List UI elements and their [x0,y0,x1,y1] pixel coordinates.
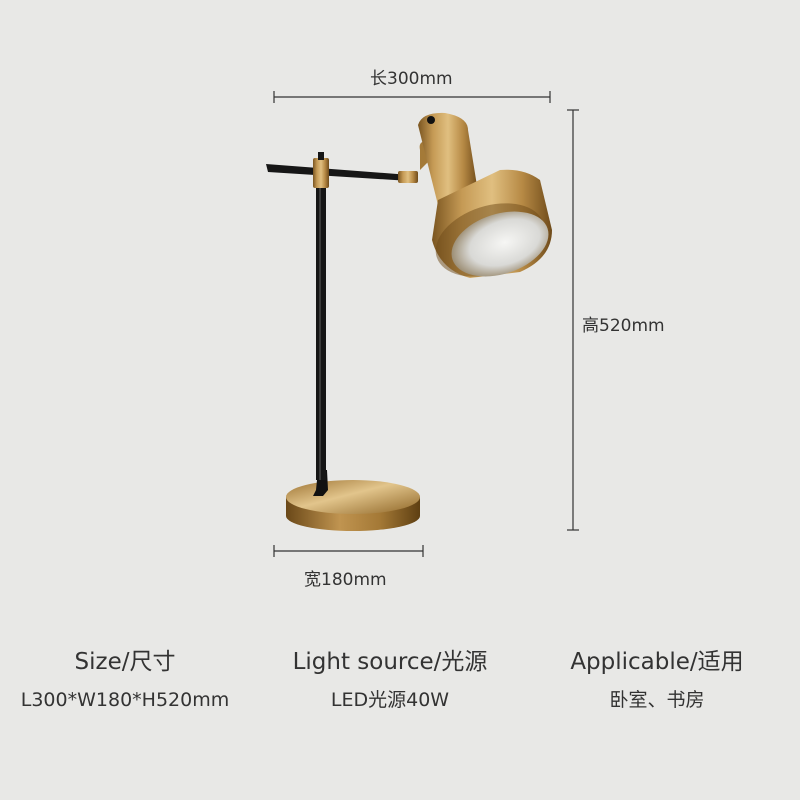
lamp-pole [313,180,328,496]
spec-size-title: Size/尺寸 [74,649,176,675]
width-dimension-line [273,545,424,557]
spec-size-value: L300*W180*H520mm [20,689,230,711]
lamp-shade [418,112,552,278]
length-dimension-line [273,91,551,103]
lamp-arm [266,152,418,188]
width-label: 宽180mm [304,570,387,590]
spec-applicable-title: Applicable/适用 [570,649,744,675]
height-dimension-line [567,109,579,531]
spec-size: Size/尺寸 L300*W180*H520mm [0,648,250,712]
height-label: 高520mm [582,316,665,336]
lamp-base [286,480,420,531]
length-label: 长300mm [370,69,453,89]
spec-light-source-title: Light source/光源 [292,649,488,675]
spec-applicable-value: 卧室、书房 [609,689,705,711]
spec-applicable: Applicable/适用 卧室、书房 [532,648,782,712]
spec-light-source-value: LED光源40W [330,689,450,711]
spec-light-source: Light source/光源 LED光源40W [265,648,515,712]
